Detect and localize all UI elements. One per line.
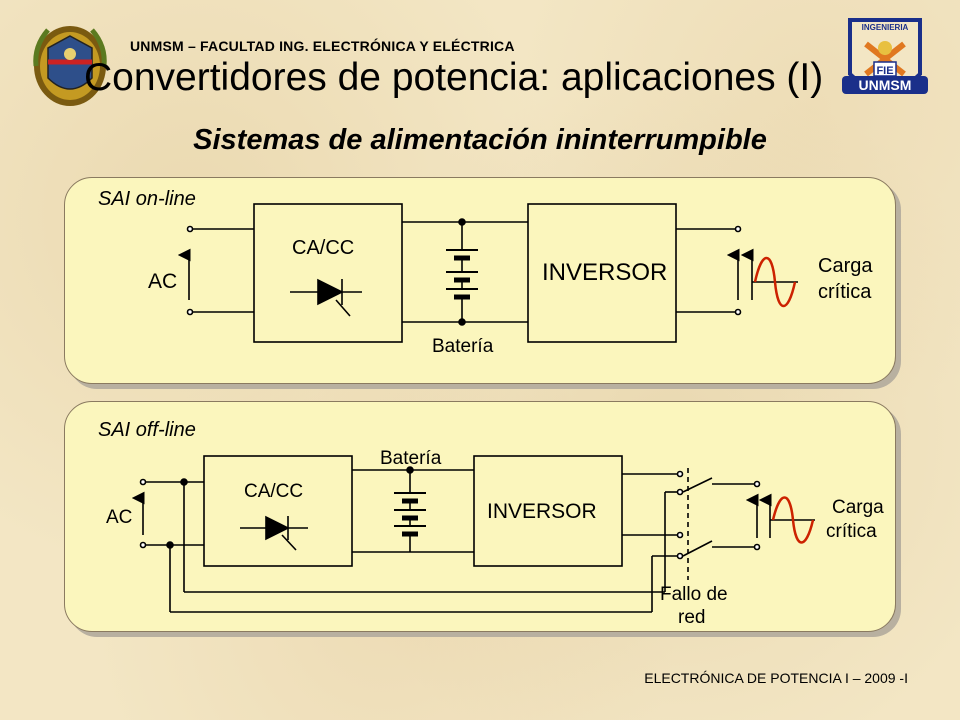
online-diagram bbox=[177, 203, 798, 343]
offline-rectifier-box bbox=[203, 455, 353, 567]
unmsm-text: UNMSM bbox=[859, 77, 912, 93]
footer-course: ELECTRÓNICA DE POTENCIA I – 2009 -I bbox=[644, 670, 908, 686]
offline-fault-label-1: Fallo de bbox=[660, 584, 728, 605]
online-battery-label: Batería bbox=[432, 336, 494, 357]
offline-title: SAI off-line bbox=[98, 419, 196, 441]
offline-fault-label-2: red bbox=[678, 607, 705, 628]
university-crest-icon bbox=[33, 26, 107, 106]
online-inverter-box bbox=[527, 203, 677, 343]
online-title: SAI on-line bbox=[98, 188, 196, 210]
offline-rectifier-label: CA/CC bbox=[244, 481, 303, 502]
online-ups-panel bbox=[64, 177, 896, 384]
institution-header: UNMSM – FACULTAD ING. ELECTRÓNICA Y ELÉC… bbox=[130, 38, 515, 54]
offline-diagram bbox=[131, 455, 815, 613]
offline-load-label-2: crítica bbox=[826, 521, 877, 542]
ingenieria-text: INGENIERIA bbox=[862, 23, 909, 32]
page-subtitle: Sistemas de alimentación ininterrumpible bbox=[193, 124, 767, 156]
offline-inverter-box bbox=[473, 455, 623, 567]
page-title: Convertidores de potencia: aplicaciones … bbox=[84, 56, 824, 99]
offline-battery-label: Batería bbox=[380, 448, 442, 469]
fie-faculty-crest-icon: FIE INGENIERIA UNMSM bbox=[842, 18, 928, 94]
online-rectifier-box bbox=[253, 203, 403, 343]
online-ac-label: AC bbox=[148, 270, 177, 293]
online-load-label-2: crítica bbox=[818, 281, 872, 303]
online-rectifier-label: CA/CC bbox=[292, 237, 354, 259]
online-load-label-1: Carga bbox=[818, 255, 873, 277]
online-inverter-label: INVERSOR bbox=[542, 259, 667, 286]
offline-inverter-label: INVERSOR bbox=[487, 500, 597, 523]
offline-load-label-1: Carga bbox=[832, 497, 884, 518]
offline-ac-label: AC bbox=[106, 507, 132, 528]
fie-text: FIE bbox=[876, 65, 893, 77]
